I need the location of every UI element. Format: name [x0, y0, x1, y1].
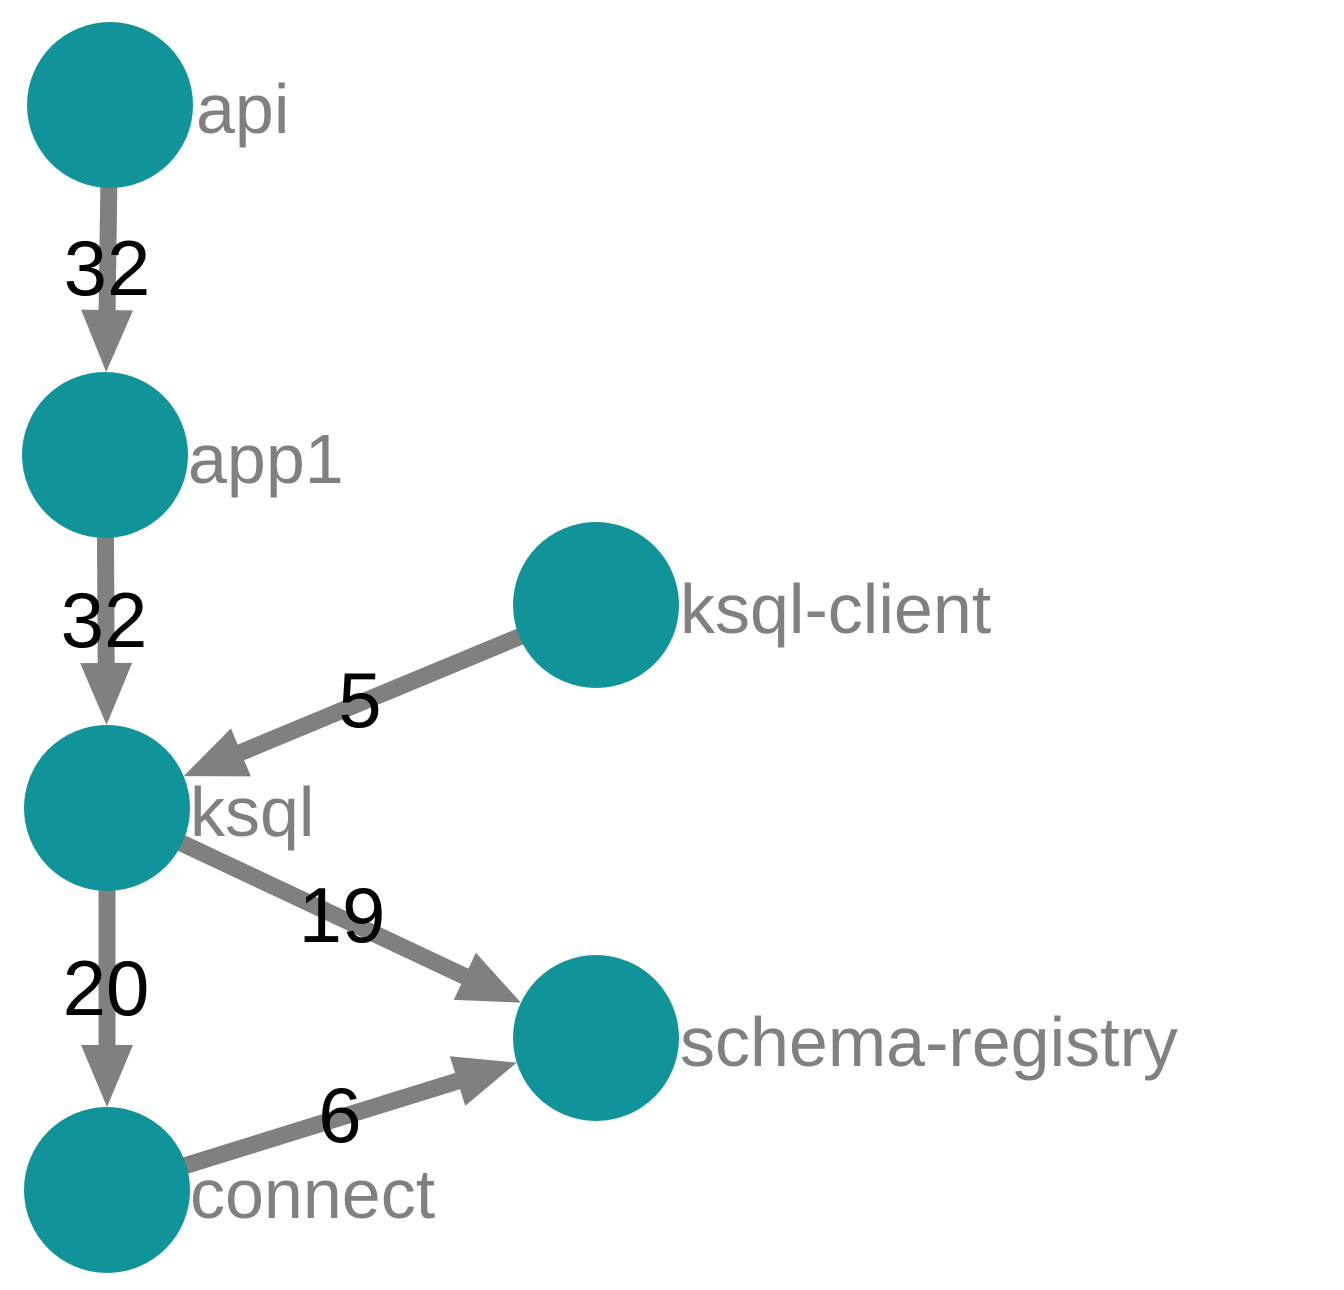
- arrowhead-icon: [81, 1045, 133, 1107]
- edge-app1-to-ksql: [80, 533, 133, 726]
- node-api[interactable]: api: [27, 22, 289, 188]
- edge-line: [179, 1072, 462, 1175]
- node-connect[interactable]: connect: [24, 1107, 435, 1273]
- edge-line: [96, 533, 115, 666]
- edge-line: [98, 183, 118, 313]
- arrowhead-icon: [453, 952, 521, 1003]
- edge-line: [174, 833, 471, 985]
- edge-weight-label: 20: [63, 944, 150, 1032]
- node-circle[interactable]: [513, 955, 679, 1121]
- arrowhead-icon: [81, 309, 134, 373]
- edge-weight-label: 32: [61, 576, 148, 664]
- arrowhead-icon: [449, 1056, 517, 1106]
- node-label: api: [196, 70, 289, 148]
- node-circle[interactable]: [27, 22, 193, 188]
- edge-ksql-client-to-ksql: [183, 627, 527, 777]
- edge-weight-label: 32: [64, 224, 151, 312]
- node-ksql-client[interactable]: ksql-client: [513, 522, 991, 688]
- arrowhead-icon: [183, 728, 251, 777]
- node-label: ksql: [190, 773, 314, 851]
- node-circle[interactable]: [22, 372, 188, 538]
- edge-line: [235, 627, 527, 762]
- edge-ksql-to-connect: [81, 887, 133, 1107]
- node-label: connect: [190, 1155, 435, 1233]
- edge-weight-label: 5: [338, 656, 381, 744]
- edge-connect-to-schema-registry: [179, 1056, 517, 1175]
- node-circle[interactable]: [24, 1107, 190, 1273]
- node-circle[interactable]: [24, 725, 190, 891]
- node-label: app1: [188, 420, 344, 498]
- edges-layer: 32 32 5 19 20 6: [61, 183, 527, 1175]
- nodes-layer: api app1 ksql-client ksql schema-registry con…: [22, 22, 1178, 1273]
- node-circle[interactable]: [513, 522, 679, 688]
- node-schema-registry[interactable]: schema-registry: [513, 955, 1178, 1121]
- node-ksql[interactable]: ksql: [24, 725, 314, 891]
- edge-ksql-to-schema-registry: [174, 833, 521, 1003]
- node-label: schema-registry: [680, 1003, 1178, 1081]
- edge-weight-label: 6: [318, 1071, 361, 1159]
- edge-api-to-app1: [81, 183, 134, 373]
- arrowhead-icon: [80, 662, 133, 726]
- node-app1[interactable]: app1: [22, 372, 344, 538]
- node-label: ksql-client: [680, 570, 991, 648]
- edge-weight-label: 19: [299, 871, 386, 959]
